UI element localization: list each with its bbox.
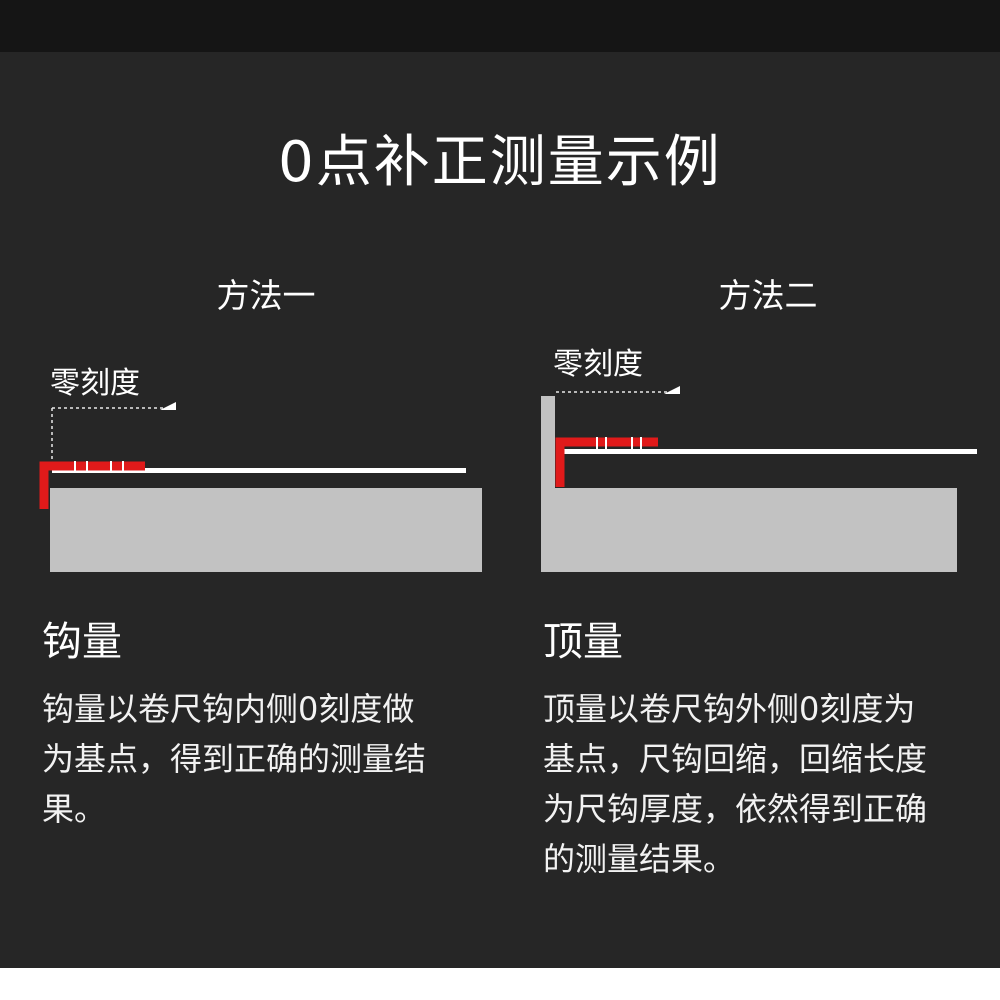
method-two-description: 顶量以卷尺钩外侧0刻度为 基点，尺钩回缩，回缩长度 为尺钩厚度，依然得到正确 的…: [543, 684, 1000, 884]
workpiece-block-one: [50, 488, 482, 572]
top-bar: [0, 0, 1000, 52]
method-one-label: 方法一: [216, 276, 316, 315]
zero-mark-leader-one: [51, 407, 176, 470]
zero-mark-label-one: 零刻度: [50, 366, 140, 401]
hook-measurement-diagram: [39, 402, 482, 572]
description-line: 为基点，得到正确的测量结: [42, 740, 427, 778]
description-line: 果。: [42, 790, 107, 828]
method-two-label: 方法二: [718, 276, 818, 315]
bottom-strip: [0, 968, 1000, 1000]
description-line: 为尺钩厚度，依然得到正确: [543, 790, 928, 828]
tape-blade-one: [52, 468, 466, 473]
description-line: 钩量以卷尺钩内侧0刻度做: [42, 690, 415, 728]
tape-blade-two: [562, 449, 977, 454]
method-one-heading: 钩量: [42, 619, 122, 665]
page-title: 0点补正测量示例: [278, 130, 722, 195]
description-line: 基点，尺钩回缩，回缩长度: [543, 740, 928, 778]
hook-rivets-two: [596, 437, 642, 452]
tape-hook-two: [555, 437, 658, 487]
method-one-description: 钩量以卷尺钩内侧0刻度做 为基点，得到正确的测量结 果。: [42, 684, 492, 834]
workpiece-block-two: [541, 488, 957, 572]
description-line: 的测量结果。: [543, 840, 736, 878]
zero-mark-arrow-one: [160, 402, 176, 410]
description-line: 顶量以卷尺钩外侧0刻度为: [543, 690, 916, 728]
zero-mark-label-two: 零刻度: [553, 347, 643, 382]
method-two-heading: 顶量: [543, 619, 623, 665]
hook-rivets-one: [74, 461, 124, 473]
push-measurement-diagram: [541, 386, 977, 572]
end-stop-wall: [541, 396, 555, 572]
zero-mark-arrow-two: [664, 386, 680, 394]
